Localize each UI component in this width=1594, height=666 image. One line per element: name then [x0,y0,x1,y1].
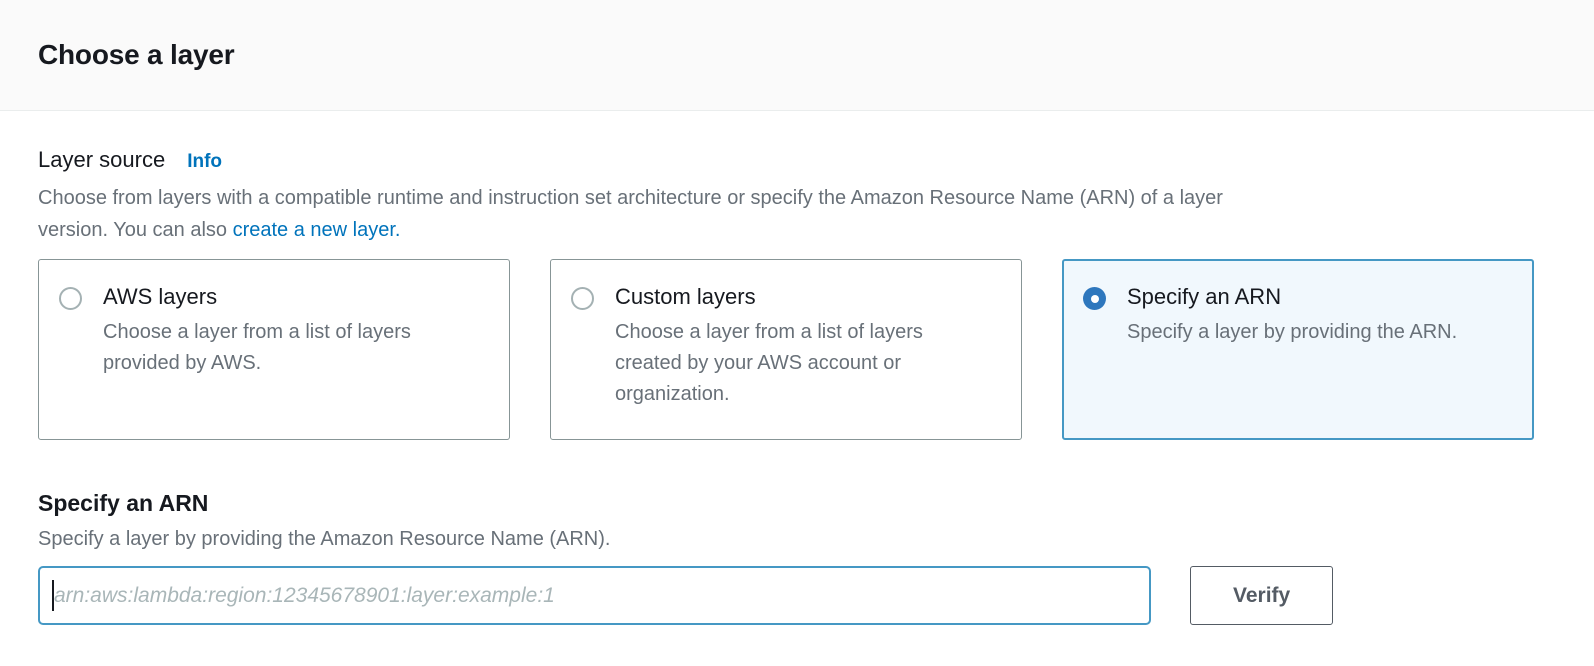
radio-specify-arn[interactable] [1083,287,1106,310]
card-aws-layers[interactable]: AWS layers Choose a layer from a list of… [38,259,510,440]
card-aws-layers-description: Choose a layer from a list of layers pro… [103,321,411,374]
layer-source-options: AWS layers Choose a layer from a list of… [38,259,1534,440]
info-link[interactable]: Info [187,151,223,172]
layer-source-description-line1: Choose from layers with a compatible run… [38,187,1223,209]
radio-aws-layers[interactable] [59,287,82,310]
arn-input-wrap [38,566,1151,625]
card-custom-layers[interactable]: Custom layers Choose a layer from a list… [550,259,1022,440]
layer-source-description: Choose from layers with a compatible run… [38,182,1518,246]
card-custom-layers-title: Custom layers [615,284,756,309]
arn-input[interactable] [38,566,1151,625]
specify-arn-heading: Specify an ARN [38,490,209,516]
create-new-layer-link[interactable]: create a new layer. [232,219,401,241]
card-specify-arn[interactable]: Specify an ARN Specify a layer by provid… [1062,259,1534,440]
card-custom-layers-description: Choose a layer from a list of layers cre… [615,321,923,405]
panel-header: Choose a layer [0,0,1594,111]
card-aws-layers-title: AWS layers [103,284,218,309]
specify-arn-description: Specify a layer by providing the Amazon … [38,528,611,550]
verify-button[interactable]: Verify [1190,566,1334,625]
radio-custom-layers[interactable] [571,287,594,310]
layer-chooser-content: Layer source Info Choose from layers wit… [0,111,1594,625]
layer-source-description-line2: version. You can also [38,219,233,241]
arn-input-row: Verify [38,566,1534,625]
layer-source-label-row: Layer source Info [38,147,1534,173]
card-specify-arn-text: Specify an ARN Specify a layer by provid… [1127,284,1457,348]
card-custom-layers-text: Custom layers Choose a layer from a list… [615,284,970,410]
layer-source-label: Layer source [38,147,166,172]
card-aws-layers-text: AWS layers Choose a layer from a list of… [103,284,458,379]
page-title: Choose a layer [38,39,235,70]
card-specify-arn-title: Specify an ARN [1127,284,1282,309]
card-specify-arn-description: Specify a layer by providing the ARN. [1127,321,1458,343]
